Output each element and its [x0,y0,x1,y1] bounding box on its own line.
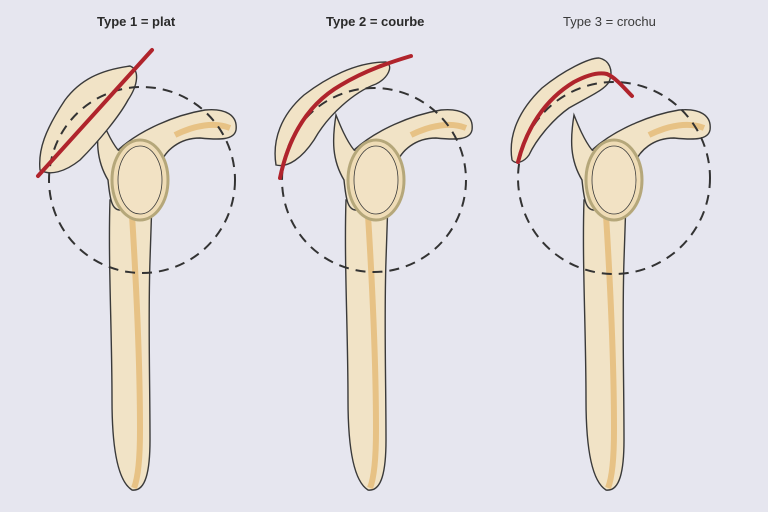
type-3-label: Type 3 = crochu [563,14,656,29]
dashed-circle [48,86,236,274]
figure-type-2 [274,54,472,490]
acromion-line-flat [36,48,154,178]
acromion-line-hooked [516,71,634,164]
figure-type-1 [36,48,236,490]
figure-type-3 [510,57,711,490]
dashed-circle [517,81,711,275]
acromion-curved [274,61,391,167]
dashed-circle [281,87,467,273]
acromion-line-curved [278,54,413,180]
acromion-hooked [510,57,612,164]
type-1-label: Type 1 = plat [97,14,176,29]
type-2-label: Type 2 = courbe [326,14,425,29]
